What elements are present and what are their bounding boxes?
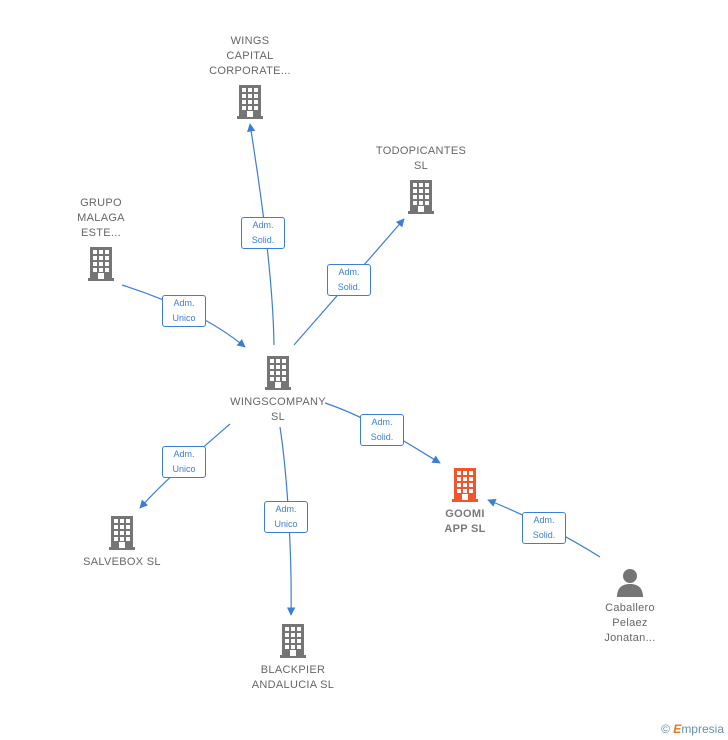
- building-icon[interactable]: [109, 516, 135, 555]
- node-label-caballero[interactable]: Caballero Pelaez Jonatan...: [604, 602, 656, 644]
- node-label-goomi[interactable]: GOOMI APP SL: [444, 508, 486, 535]
- edge-label: Adm. Solid.: [522, 512, 566, 544]
- person-icon[interactable]: [615, 567, 645, 602]
- building-icon[interactable]: [237, 85, 263, 124]
- brand-initial: E: [673, 722, 682, 736]
- building-icon[interactable]: [408, 180, 434, 219]
- node-label-wingscompany[interactable]: WINGSCOMPANY SL: [230, 396, 326, 423]
- edge-label: Adm. Unico: [162, 295, 206, 327]
- edge-label: Adm. Unico: [162, 446, 206, 478]
- node-label-todopicantes[interactable]: TODOPICANTES SL: [375, 145, 467, 172]
- copyright-symbol: ©: [661, 722, 670, 736]
- building-icon[interactable]: [452, 468, 478, 507]
- edge-label: Adm. Solid.: [241, 217, 285, 249]
- building-icon[interactable]: [280, 624, 306, 663]
- building-icon[interactable]: [88, 247, 114, 286]
- credit: © Empresia: [661, 722, 724, 736]
- node-label-grupo-malaga[interactable]: GRUPO MALAGA ESTE...: [77, 197, 125, 239]
- node-label-salvebox[interactable]: SALVEBOX SL: [83, 556, 161, 568]
- node-label-wings-capital[interactable]: WINGS CAPITAL CORPORATE...: [209, 35, 291, 77]
- building-icon[interactable]: [265, 356, 291, 395]
- node-label-blackpier[interactable]: BLACKPIER ANDALUCIA SL: [251, 664, 335, 691]
- edge-label: Adm. Unico: [264, 501, 308, 533]
- edge-label: Adm. Solid.: [360, 414, 404, 446]
- edge-label: Adm. Solid.: [327, 264, 371, 296]
- brand-name: mpresia: [681, 722, 724, 736]
